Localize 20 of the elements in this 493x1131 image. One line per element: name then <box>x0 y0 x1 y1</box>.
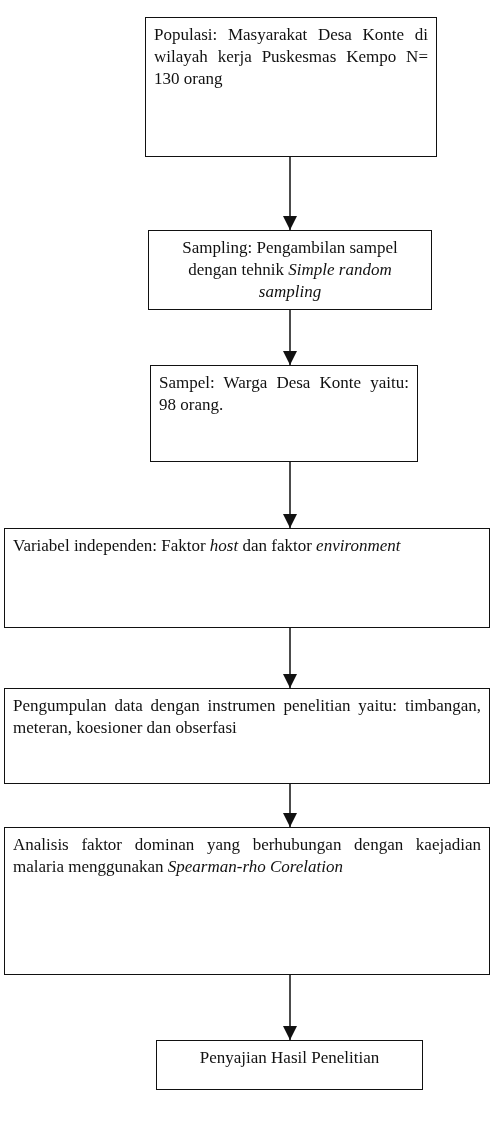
arrow <box>283 783 297 828</box>
process-box <box>4 528 490 628</box>
arrow <box>283 461 297 529</box>
arrow <box>283 156 297 231</box>
process-box <box>4 827 490 975</box>
box-text: Variabel independen: Faktor host dan faktor environment <box>13 535 402 557</box>
box-text: Analisis faktor dominan yang berhubungan dengan kaejadian malaria menggunakan Spearman-rho Corelation <box>13 834 481 879</box>
process-box <box>156 1040 423 1090</box>
box-text: Populasi: Masyarakat Desa Konte di wilayah kerja Puskesmas Kempo N= 130 orang <box>154 24 428 91</box>
process-box <box>145 17 437 157</box>
box-text: Penyajian Hasil Penelitian <box>198 1047 381 1069</box>
process-box <box>148 230 432 310</box>
box-text: Sampel: Warga Desa Konte yaitu: 98 orang. <box>159 372 409 417</box>
box-text: Sampling: Pengambilan sampel dengan tehnik Simple random sampling <box>181 237 399 304</box>
box-text: Pengumpulan data dengan instrumen penelitian yaitu: timbangan, meteran, koesioner dan obserfasi <box>13 695 481 740</box>
process-box <box>150 365 418 462</box>
arrow <box>283 974 297 1041</box>
arrow <box>283 627 297 689</box>
arrow <box>283 309 297 366</box>
process-box <box>4 688 490 784</box>
